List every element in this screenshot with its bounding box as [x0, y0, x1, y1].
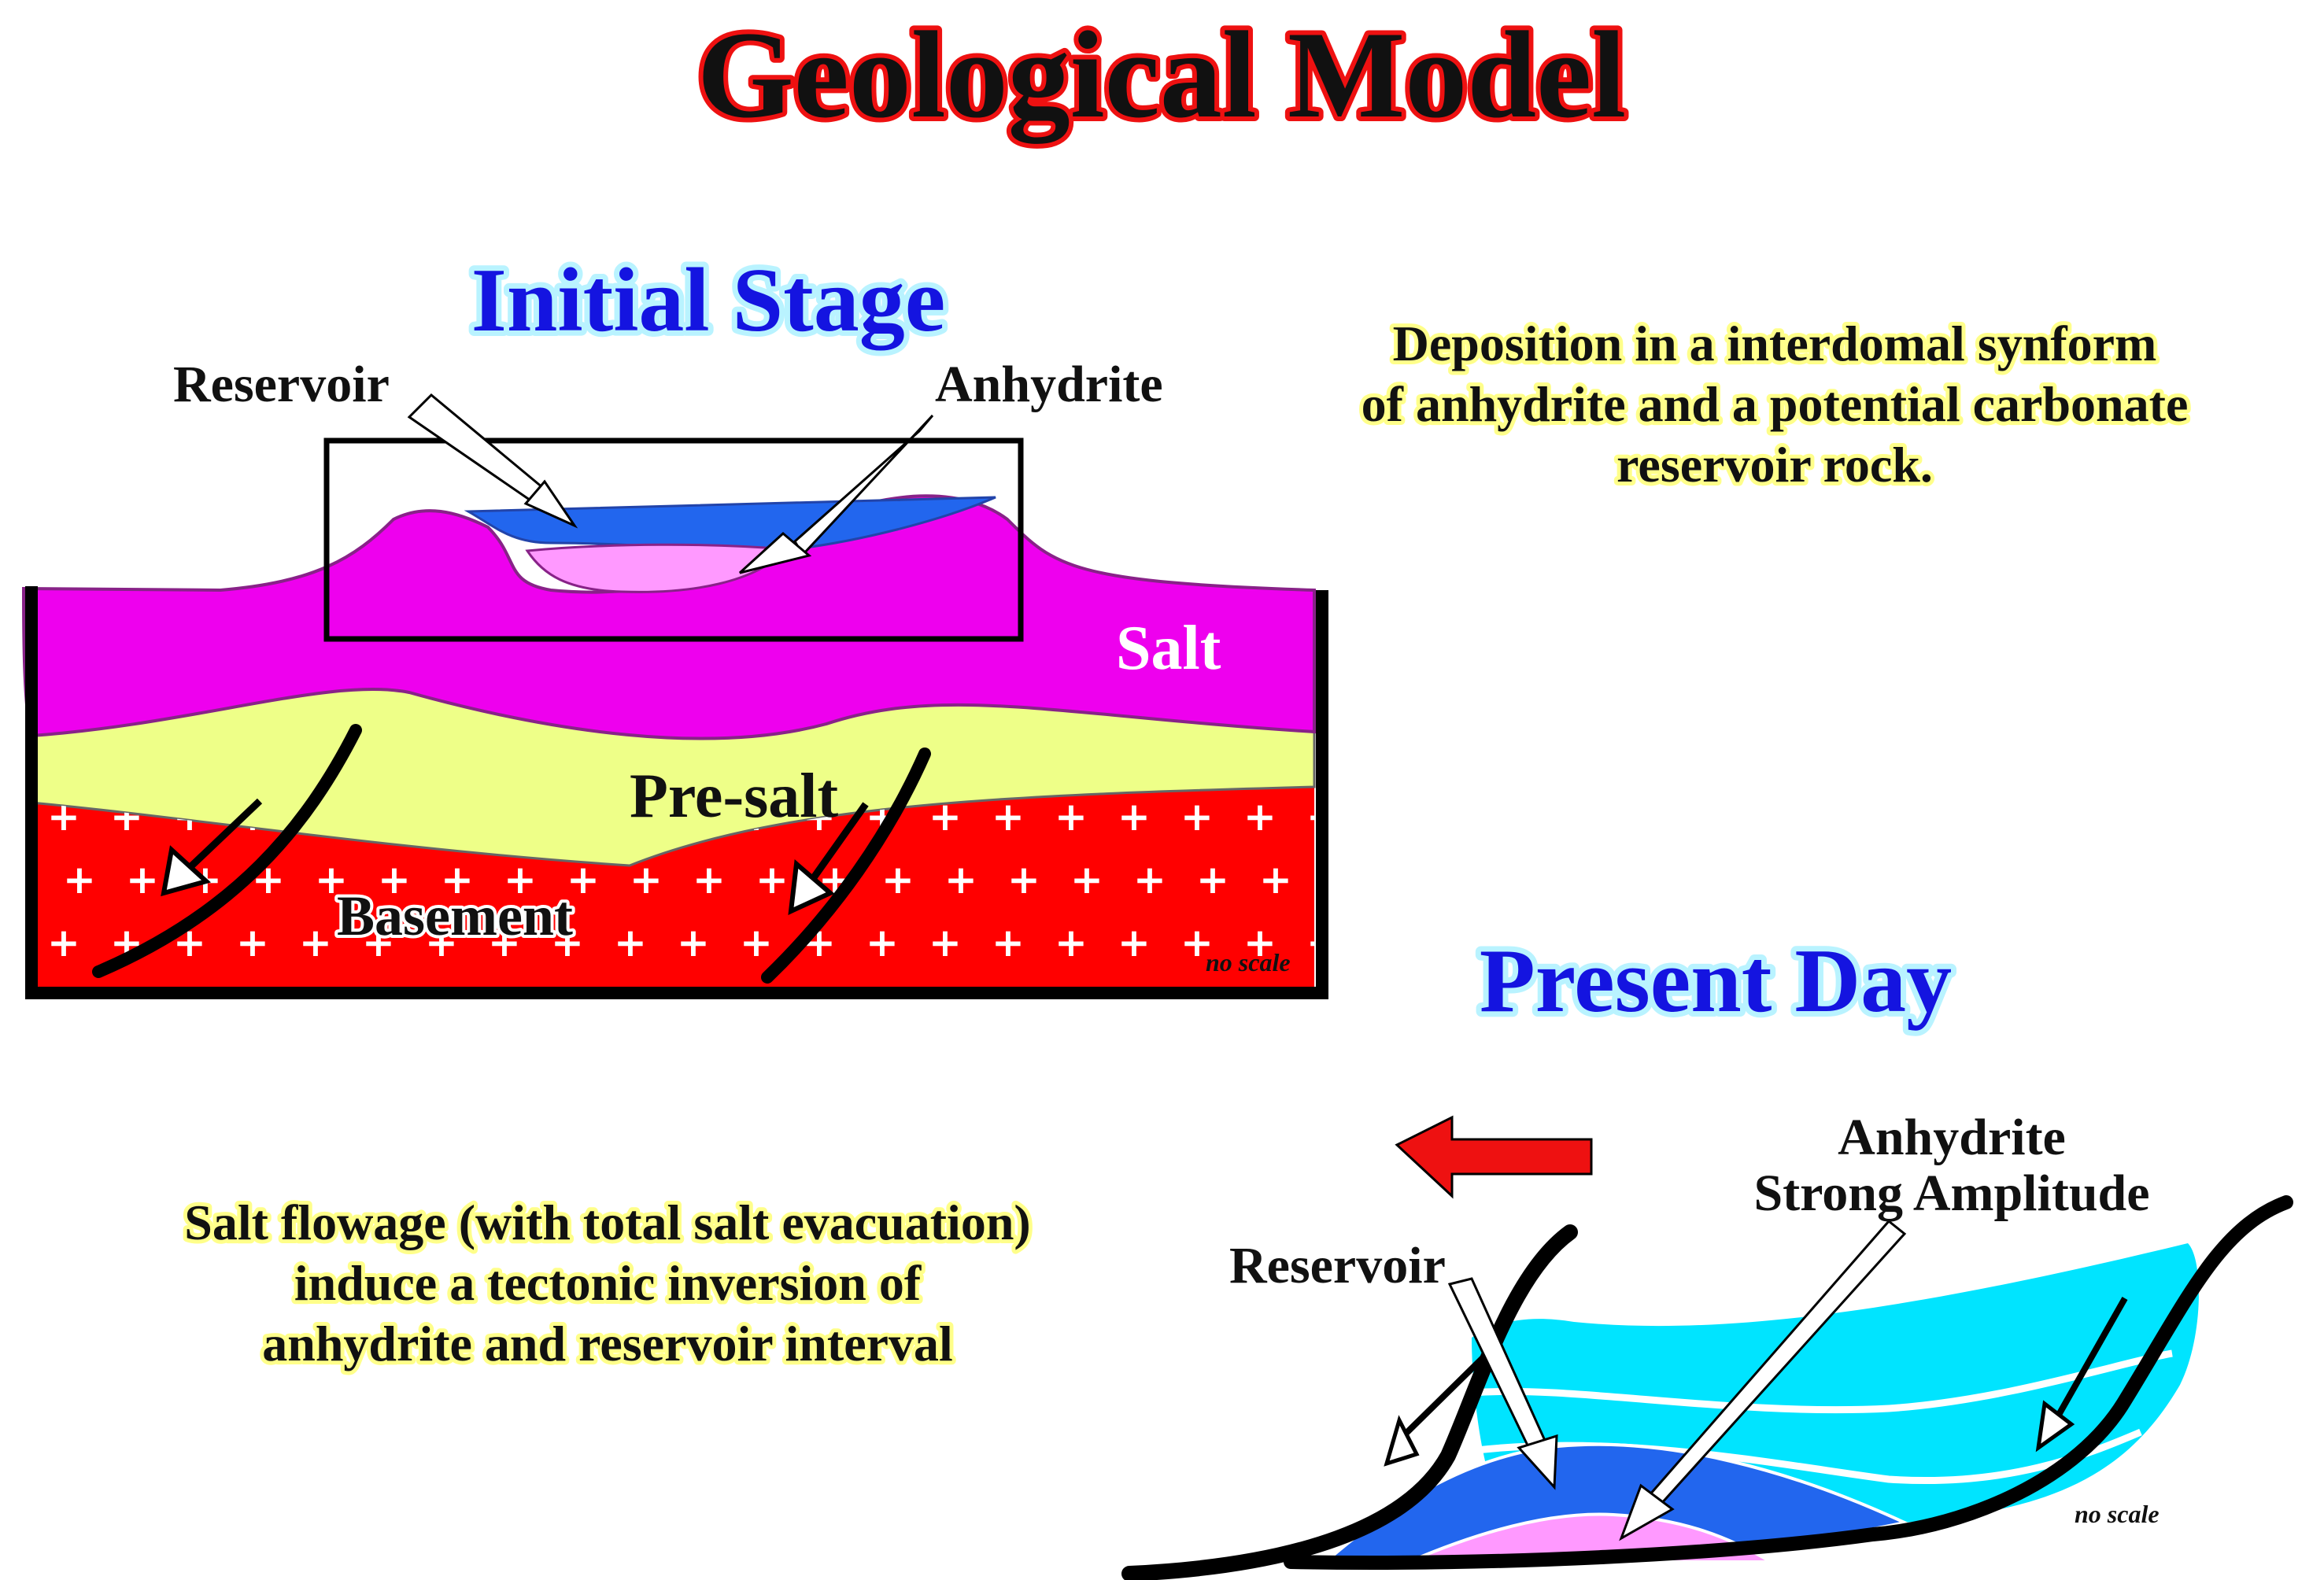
basement-cross-mark: +	[630, 857, 663, 903]
basement-cross-mark: +	[1007, 857, 1040, 903]
basement-cross-mark: +	[299, 920, 332, 965]
fault-right	[761, 748, 931, 984]
basement-cross-mark: +	[126, 857, 159, 903]
initial-description-line-2: of anhydrite and a potential carbonate	[1362, 376, 2189, 432]
basement-cross-mark: +	[1196, 857, 1229, 903]
present-day-description: Salt flowage (with total salt evacuation…	[180, 1191, 1034, 1375]
basement-cross-mark: +	[1243, 920, 1277, 965]
slip-arrow-present-left	[1384, 1343, 1498, 1467]
basement-cross-mark: +	[929, 920, 962, 965]
basement-cross-mark: +	[441, 857, 474, 903]
basement-cross-mark: +	[992, 920, 1025, 965]
basement-cross-mark: +	[1118, 920, 1151, 965]
initial-stage-cross-section: + + + + + + + + + + + + + + + + + + + + + + + + + + + + + + + + + + + + + + + +…	[21, 356, 1339, 999]
basement-cross-mark: +	[236, 920, 269, 965]
basement-cross-mark: +	[1259, 857, 1292, 903]
initial-no-scale-label: no scale	[1206, 948, 1291, 976]
basement-cross-mark: +	[1306, 920, 1339, 965]
focus-box	[323, 437, 1024, 642]
basement-cross-mark: +	[362, 920, 395, 965]
section-frame	[25, 586, 1328, 999]
present-day-cross-section: Anhydrite Strong Amplitude Reservoir no …	[1121, 1109, 2293, 1580]
initial-stage-description: Deposition in a interdomal synform of an…	[1358, 312, 2193, 497]
basement-cross-mark: +	[1243, 794, 1277, 840]
reservoir-pointer-arrow	[407, 393, 578, 529]
basement-cross-mark: +	[866, 920, 899, 965]
anhydrite-label: Anhydrite	[935, 356, 1163, 413]
basement-cross-mark: +	[740, 920, 773, 965]
reservoir-pointer-arrow-present	[1447, 1277, 1558, 1490]
basement-cross-mark: +	[1070, 857, 1103, 903]
basement-cross-mark: +	[1180, 794, 1214, 840]
basement-cross-mark: +	[1306, 794, 1339, 840]
basement-cross-mark: +	[504, 857, 537, 903]
slip-arrow-left	[161, 798, 263, 897]
salt-layer	[21, 494, 1316, 740]
anhydrite-label-present: Anhydrite	[1838, 1109, 2066, 1166]
basement-cross-mark: +	[425, 920, 458, 965]
basement-cross-mark: +	[551, 920, 584, 965]
basement-cross-mark: +	[1118, 794, 1151, 840]
anhydrite-pointer-arrow-present	[1619, 1219, 1907, 1541]
slip-arrow-right	[788, 802, 869, 915]
basement-cross-mark: +	[1133, 857, 1166, 903]
basement-cross-mark: +	[693, 857, 726, 903]
initial-description-line-1: Deposition in a interdomal synform	[1393, 316, 2157, 371]
basement-label: Basement	[337, 884, 573, 947]
basement-cross-mark: +	[756, 857, 789, 903]
salt-label: Salt	[1116, 614, 1221, 683]
left-fault-present	[1121, 1224, 1578, 1580]
basement-cross-mark: +	[1180, 920, 1214, 965]
present-description-line-3: anhydrite and reservoir interval	[262, 1316, 953, 1371]
basement-cross-mark: +	[944, 857, 977, 903]
initial-stage-title: Initial Stage	[471, 250, 946, 351]
basement-cross-mark: +	[614, 920, 647, 965]
basement-cross-mark: +	[378, 857, 411, 903]
basement-cross-mark: +	[567, 857, 600, 903]
initial-description-line-3: reservoir rock.	[1616, 437, 1933, 493]
reservoir-layer	[525, 543, 790, 593]
basement-layer	[31, 787, 1314, 993]
basement-cross-mark: +	[1055, 920, 1088, 965]
sediment-stripe-1	[1471, 1349, 2173, 1414]
basement-cross-mark: +	[488, 920, 521, 965]
basement-cross-mark: +	[881, 857, 914, 903]
basement-cross-mark: +	[63, 857, 96, 903]
basement-cross-pattern: + + + + + + + + + + + + + + + + + + + + + + + + + + + + + + + + + + + + + + + +…	[47, 794, 1339, 965]
anhydrite-pointer-arrow	[738, 414, 934, 574]
reservoir-label-present: Reservoir	[1229, 1237, 1446, 1294]
main-title: Geological Model	[697, 6, 1626, 144]
present-description-line-2: induce a tectonic inversion of	[294, 1255, 922, 1311]
right-fault-present	[1284, 1195, 2293, 1570]
present-no-scale-label: no scale	[2075, 1500, 2160, 1528]
movement-direction-arrow	[1395, 1115, 1593, 1199]
basement-cross-mark: +	[1055, 794, 1088, 840]
presalt-label: Pre-salt	[630, 762, 838, 831]
basement-cross-mark: +	[315, 857, 348, 903]
fault-left	[92, 724, 362, 978]
present-day-title: Present Day	[1480, 931, 1952, 1032]
slip-arrow-present-right	[2035, 1297, 2128, 1453]
basement-cross-mark: +	[992, 794, 1025, 840]
strong-amplitude-label: Strong Amplitude	[1753, 1165, 2149, 1222]
basement-cross-mark: +	[47, 920, 80, 965]
basement-cross-mark: +	[677, 920, 710, 965]
present-description-line-1: Salt flowage (with total salt evacuation…	[184, 1194, 1030, 1250]
reservoir-label: Reservoir	[173, 356, 390, 413]
